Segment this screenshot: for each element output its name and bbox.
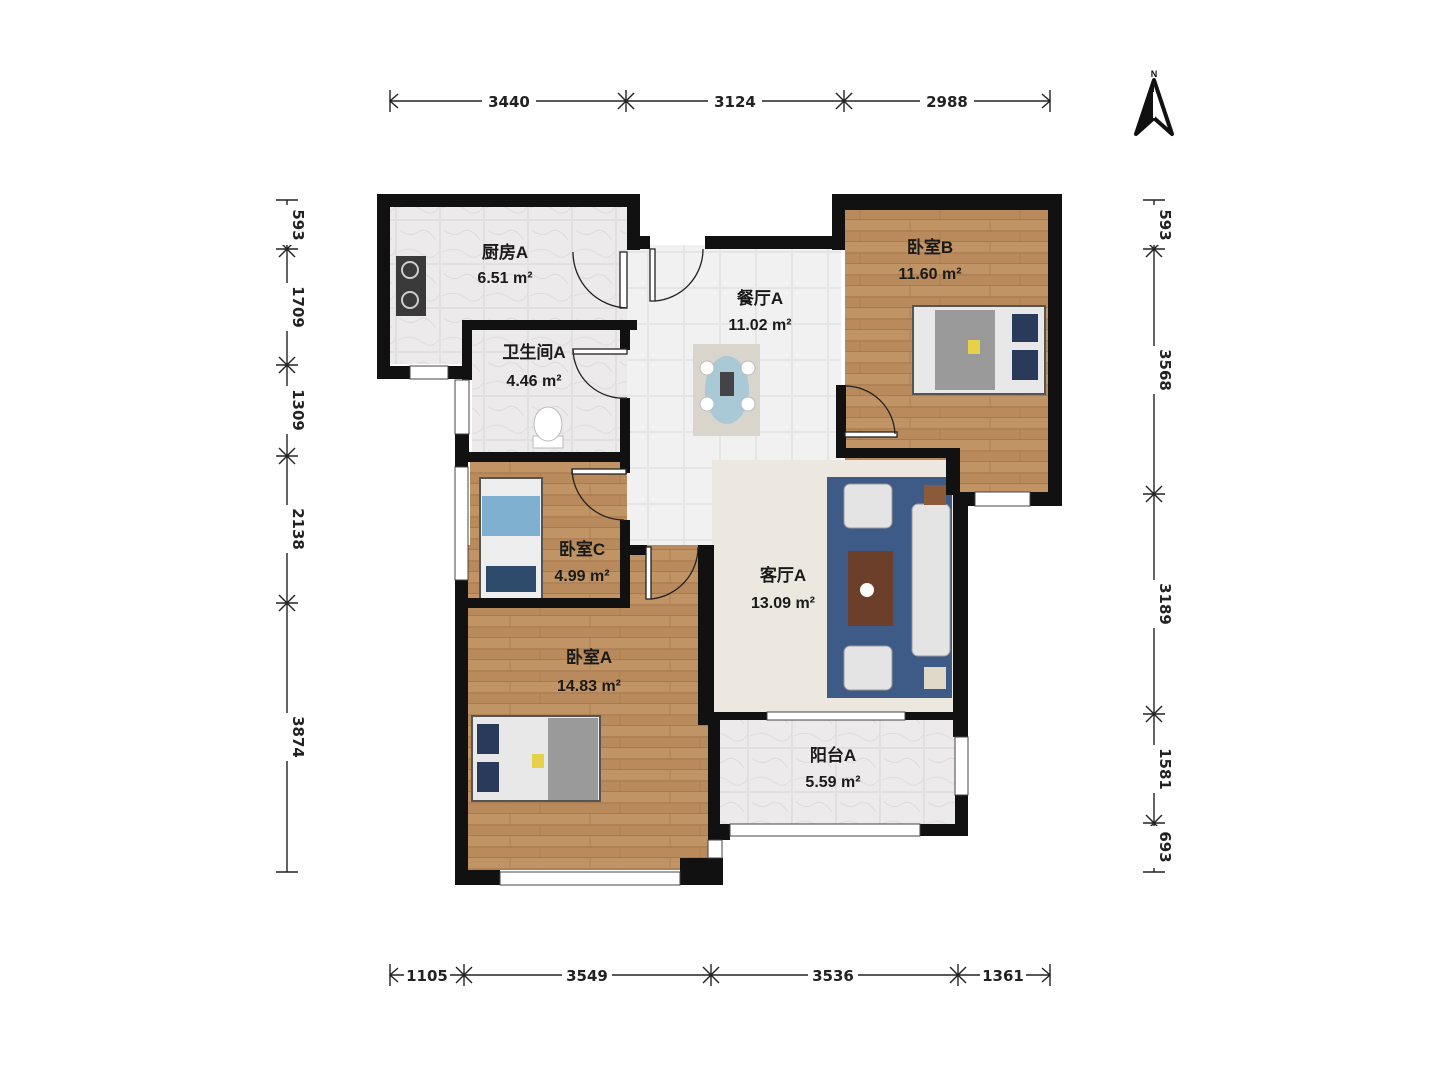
room-name-living: 客厅A [759,565,806,585]
dimension-bottom: 1105 3549 3536 1361 [388,964,1052,986]
dimension-right: 593 3568 3189 1581 693 [1143,199,1174,873]
room-name-bedroom-b: 卧室B [907,237,953,257]
balcony-floor [712,717,956,824]
door-icon [645,546,699,600]
door-icon [572,348,628,399]
dim-bottom-4: 1361 [982,967,1024,985]
dim-bottom-3: 3536 [812,967,854,985]
dim-right-4: 1581 [1156,748,1174,790]
dim-left-2: 1709 [289,286,307,328]
room-labels: 厨房A 6.51 m² 餐厅A 11.02 m² 卧室B 11.60 m² 卫生… [477,237,961,791]
dim-top-2: 3124 [714,93,756,111]
living-furniture [827,477,952,698]
door-icon [572,251,628,309]
room-name-dining: 餐厅A [737,288,783,308]
room-name-bedroom-c: 卧室C [559,539,605,559]
room-area-living: 13.09 m² [751,595,815,612]
room-area-bedroom-c: 4.99 m² [554,568,609,585]
compass-label: N [1151,69,1158,79]
room-name-bathroom: 卫生间A [502,342,565,362]
room-name-balcony: 阳台A [810,745,856,765]
dim-right-1: 593 [1156,209,1174,240]
dim-right-5: 693 [1156,831,1174,862]
dimension-top: 3440 3124 2988 [388,90,1052,112]
room-area-bedroom-a: 14.83 m² [557,678,621,695]
dim-top-1: 3440 [488,93,530,111]
dim-left-1: 593 [289,209,307,240]
furniture [396,256,1046,802]
armchair-icon [843,483,893,529]
windows [409,365,1031,886]
dim-bottom-2: 3549 [566,967,608,985]
toilet-icon [532,406,564,449]
armchair-icon [843,645,893,691]
door-icon [844,385,898,438]
doors [571,248,898,600]
bed-icon [479,477,543,601]
room-area-bedroom-b: 11.60 m² [898,266,961,283]
dining-table-icon [693,344,760,436]
dim-bottom-1: 1105 [406,967,448,985]
bed-icon [471,715,601,802]
door-icon [649,248,704,302]
dim-left-3: 1309 [289,389,307,431]
dimension-left: 593 1709 1309 2138 3874 [276,199,307,873]
north-arrow-icon: N [1134,69,1174,136]
room-area-kitchen: 6.51 m² [477,270,532,287]
room-area-bathroom: 4.46 m² [506,373,561,390]
stove-icon [396,256,426,316]
room-area-dining: 11.02 m² [728,317,791,334]
walls [377,194,1062,885]
dim-left-4: 2138 [289,508,307,550]
dim-right-2: 3568 [1156,349,1174,391]
dim-left-5: 3874 [289,716,307,758]
bed-icon [912,305,1046,395]
corridor-floor [627,460,712,545]
dim-right-3: 3189 [1156,583,1174,625]
room-name-bedroom-a: 卧室A [566,647,612,667]
dim-top-3: 2988 [926,93,968,111]
sofa-icon [911,503,951,657]
room-area-balcony: 5.59 m² [805,774,860,791]
door-icon [571,468,627,521]
room-name-kitchen: 厨房A [482,242,528,262]
